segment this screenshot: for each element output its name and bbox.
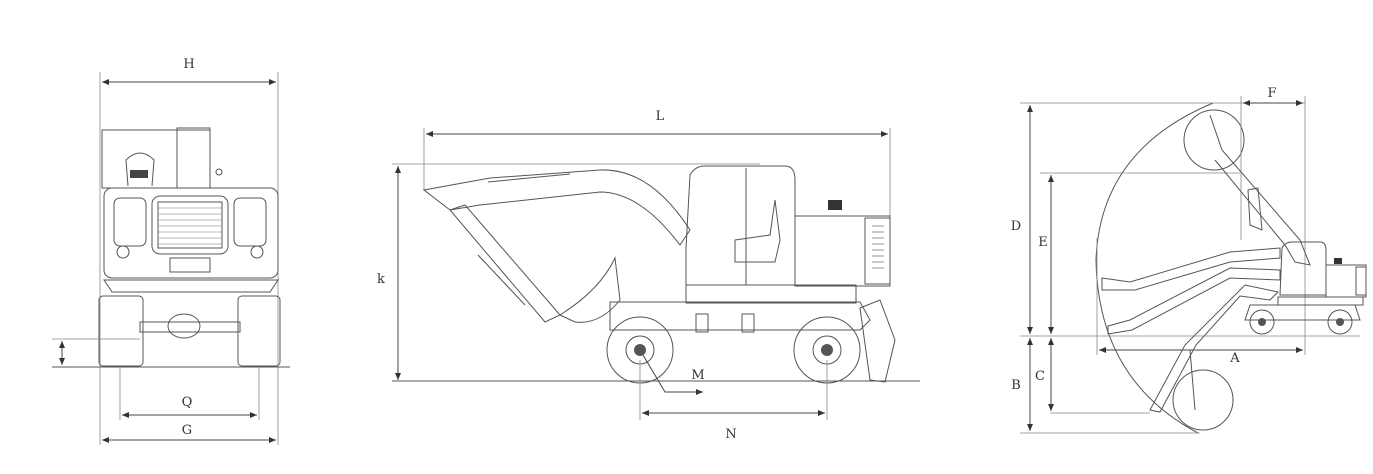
dimension-m-line [642, 354, 703, 395]
side-view: L k [377, 109, 920, 442]
dimension-label-e: E [1038, 235, 1048, 250]
front-view: H Q [52, 57, 290, 445]
dimension-label-g: G [182, 423, 192, 438]
dimension-label-l: L [656, 109, 665, 124]
dimension-label-m: M [691, 368, 704, 383]
dimension-label-a: A [1229, 351, 1240, 366]
working-range-view: D E B C F A [1011, 86, 1367, 434]
dimension-label-b: B [1011, 378, 1021, 393]
dimension-label-h: H [183, 57, 194, 72]
dimension-label-d: D [1011, 219, 1021, 234]
dimension-label-f: F [1267, 86, 1276, 101]
dimension-label-q: Q [182, 395, 193, 410]
dimension-label-n: N [725, 427, 736, 442]
dimension-label-c: C [1035, 369, 1045, 384]
dimension-label-k: k [377, 272, 385, 287]
